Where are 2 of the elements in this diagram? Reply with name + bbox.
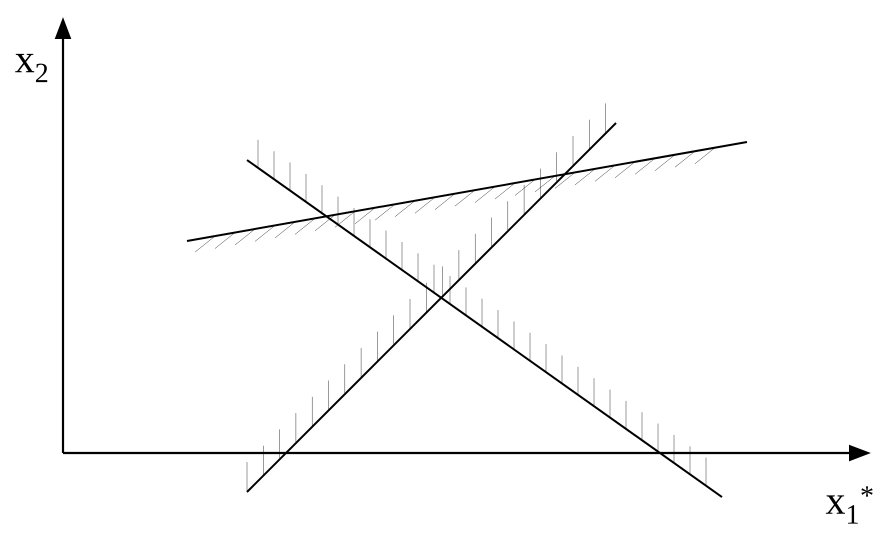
axis-label: x$_{2}$ bbox=[15, 54, 48, 82]
axis-label: x$_{1}$* bbox=[826, 486, 873, 524]
